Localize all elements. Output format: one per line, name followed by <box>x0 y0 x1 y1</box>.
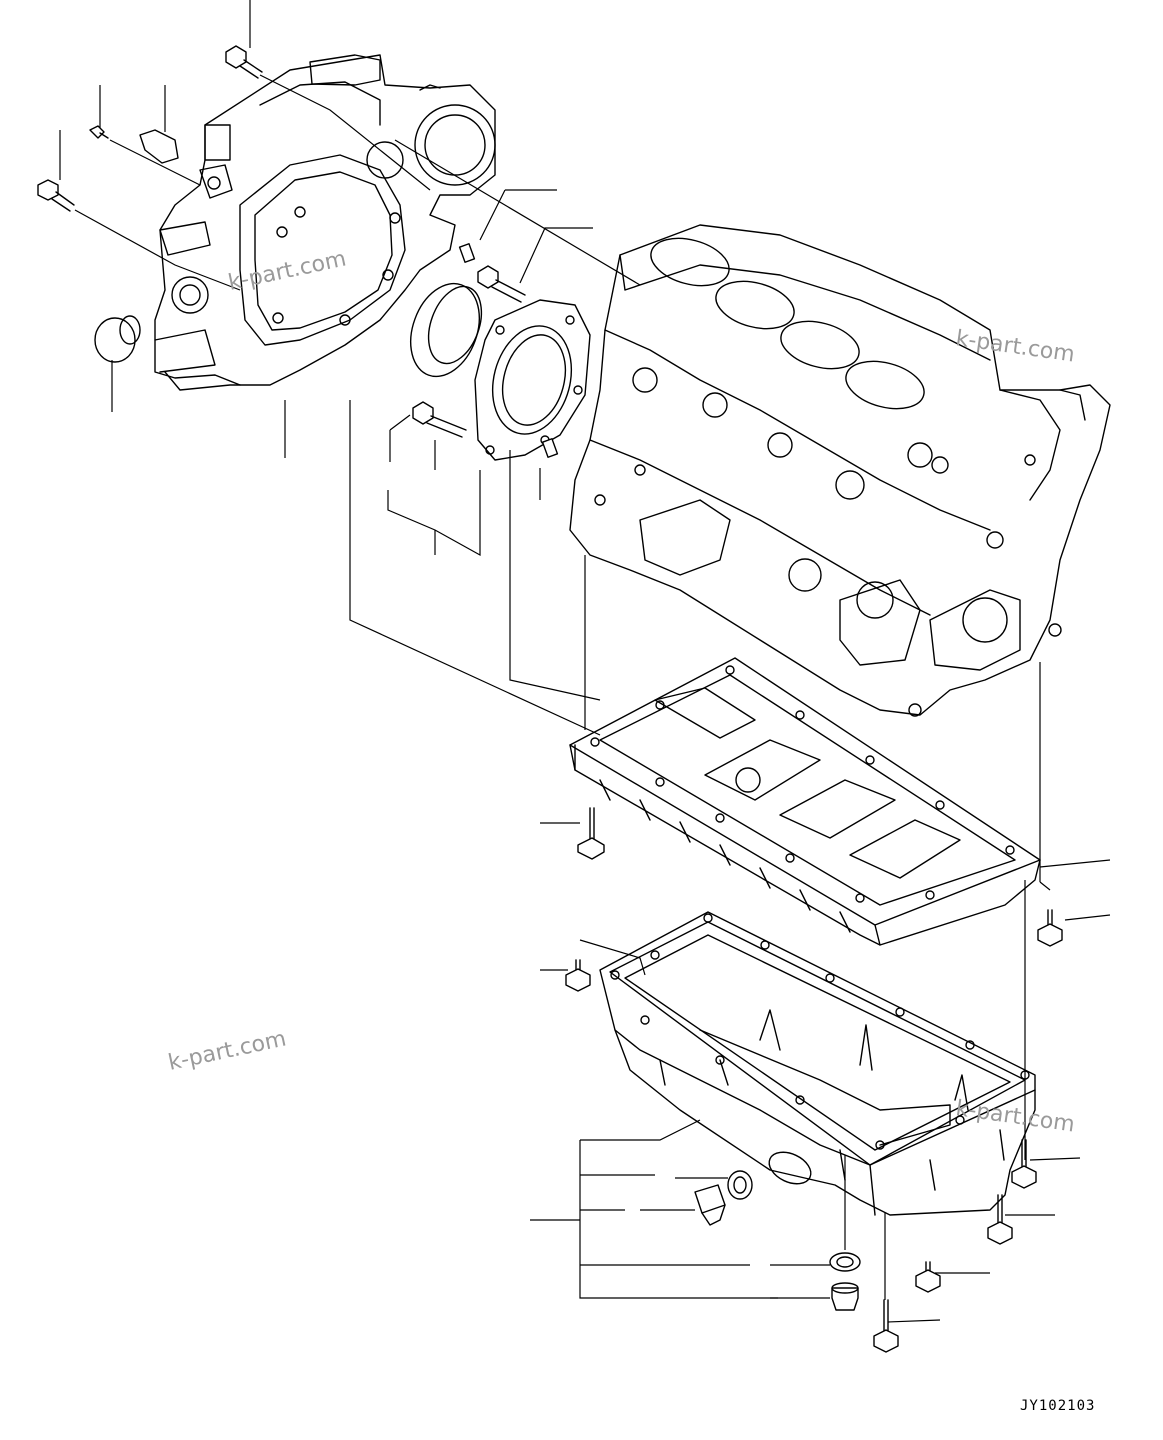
oil-pan-bolt-4[interactable] <box>873 1299 899 1353</box>
oil-pan-bolt-3[interactable] <box>915 1261 941 1293</box>
drawing-code: JY102103 <box>1020 1398 1095 1414</box>
watermark-3: k-part.com <box>166 1027 288 1076</box>
seal-case-bolt-lower[interactable] <box>412 401 467 438</box>
sensor-screw[interactable] <box>89 125 109 139</box>
drain-plug-washer-side[interactable] <box>727 1170 753 1200</box>
oil-pan-spacer-plate[interactable] <box>569 657 1041 946</box>
oil-pan-bolt-1[interactable] <box>1011 1139 1037 1189</box>
oil-pan[interactable] <box>599 911 1036 1216</box>
housing-bolt-top[interactable] <box>225 45 263 79</box>
spacer-bolt-left[interactable] <box>577 807 605 860</box>
dowel-pins[interactable] <box>458 243 559 458</box>
cylinder-block[interactable] <box>569 224 1111 717</box>
rear-oil-seal[interactable] <box>399 274 492 386</box>
spacer-bolt-right[interactable] <box>1037 909 1063 947</box>
drain-plug-side[interactable] <box>694 1184 726 1226</box>
housing-plug[interactable] <box>94 315 141 363</box>
drain-plug-washer-bottom[interactable] <box>829 1252 861 1272</box>
seal-case[interactable] <box>474 299 591 461</box>
seal-case-bolt-upper[interactable] <box>477 265 526 303</box>
flywheel-housing[interactable] <box>154 54 496 391</box>
housing-bolt-left[interactable] <box>37 179 75 212</box>
oil-pan-bolt-left[interactable] <box>565 959 591 992</box>
drain-plug-bottom[interactable] <box>831 1282 859 1311</box>
speed-sensor[interactable] <box>139 129 179 164</box>
oil-pan-bolt-2[interactable] <box>987 1194 1013 1245</box>
leader-lines <box>59 0 1111 1323</box>
